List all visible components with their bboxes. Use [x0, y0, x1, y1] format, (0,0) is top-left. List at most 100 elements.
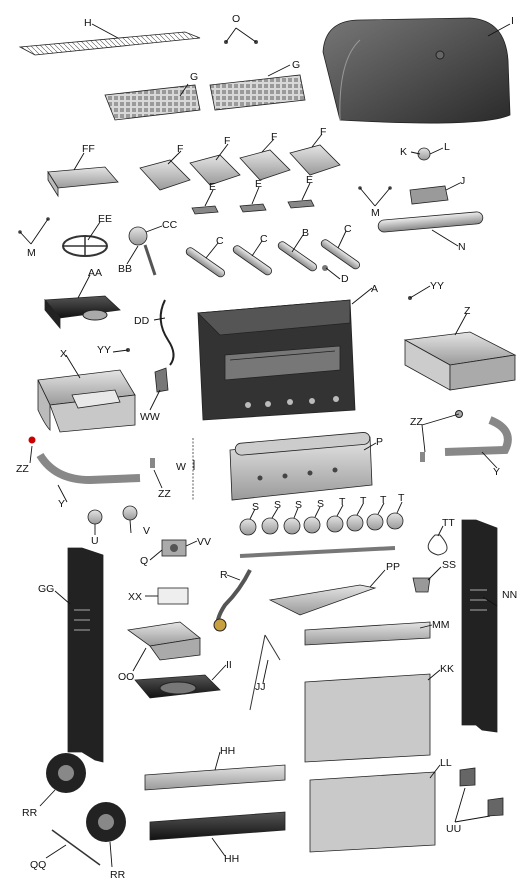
label-c-3: C — [344, 223, 352, 235]
part-cc-bb-valve — [128, 226, 157, 276]
part-nn-right-cart-frame — [461, 519, 498, 733]
part-x-side-shelf-left — [37, 369, 136, 433]
label-j: J — [460, 175, 465, 187]
part-ss-grease-cup — [412, 577, 431, 593]
part-o-screws — [224, 40, 258, 44]
label-rr-right: RR — [110, 869, 126, 881]
label-v: V — [143, 525, 150, 537]
label-yy-left: YY — [97, 344, 111, 356]
label-m-right: M — [371, 207, 380, 219]
label-q: Q — [140, 555, 148, 567]
label-t-3: T — [380, 494, 387, 506]
label-f-3: F — [271, 131, 277, 143]
label-g-left: G — [190, 71, 198, 83]
label-ff: FF — [82, 143, 95, 155]
label-zz-left: ZZ — [16, 463, 29, 475]
leader-lines — [19, 23, 511, 868]
label-s-4: S — [317, 498, 324, 510]
part-jj-wire — [249, 634, 281, 711]
label-d: D — [341, 273, 349, 285]
part-mm-crossbar — [304, 621, 431, 646]
label-nn: NN — [502, 589, 517, 601]
label-rr-left: RR — [22, 807, 38, 819]
part-a-firebox — [197, 299, 356, 421]
part-aa-side-burner-housing — [44, 295, 121, 330]
label-jj: JJ — [255, 681, 266, 693]
part-p-control-panel — [229, 432, 373, 501]
part-y-side-handles — [36, 416, 512, 485]
label-uu: UU — [446, 823, 461, 835]
label-a: A — [371, 283, 378, 295]
label-o: O — [232, 13, 240, 25]
label-x: X — [60, 348, 67, 360]
label-s-3: S — [295, 499, 302, 511]
callout-labels: H O I G G FF F F F F K L J M E E E N M E… — [16, 13, 517, 881]
label-zz-right: ZZ — [410, 416, 423, 428]
label-e-2: E — [255, 178, 262, 190]
part-f-heat-tents — [139, 144, 341, 191]
part-tt-igniter — [427, 534, 448, 556]
part-dd-hose — [159, 299, 175, 366]
label-l: L — [444, 141, 450, 153]
label-ww-top: WW — [140, 411, 160, 423]
label-i: I — [511, 15, 514, 27]
label-c-2: C — [260, 233, 268, 245]
label-y-left: Y — [58, 498, 65, 510]
label-t-1: T — [339, 496, 346, 508]
label-qq: QQ — [30, 859, 46, 871]
label-n: N — [458, 241, 466, 253]
label-h: H — [84, 17, 92, 29]
part-uu-casters — [459, 767, 504, 817]
part-b-c-burners — [185, 239, 360, 278]
label-dd: DD — [134, 315, 150, 327]
label-aa: AA — [88, 267, 102, 279]
part-z-side-shelf-right — [403, 331, 517, 391]
label-f-1: F — [177, 143, 183, 155]
part-ee-side-burner — [62, 235, 108, 257]
label-z: Z — [464, 305, 471, 317]
label-vv: VV — [197, 536, 211, 548]
label-oo: OO — [118, 671, 134, 683]
label-hh-top: HH — [220, 745, 235, 757]
part-r-manifold — [213, 546, 396, 632]
label-zz-mid: ZZ — [158, 488, 171, 500]
label-t-2: T — [360, 495, 367, 507]
label-cc: CC — [162, 219, 178, 231]
label-bb: BB — [118, 263, 132, 275]
label-tt: TT — [442, 517, 455, 529]
part-ww-bracket — [154, 367, 169, 393]
part-kk-ll-doors — [304, 673, 436, 853]
label-ll: LL — [440, 757, 452, 769]
label-r: R — [220, 569, 228, 581]
label-g: G — [292, 59, 300, 71]
label-xx: XX — [128, 591, 142, 603]
label-ii: II — [226, 659, 232, 671]
label-ee: EE — [98, 213, 112, 225]
label-ss: SS — [442, 559, 456, 571]
label-p: P — [376, 436, 383, 448]
part-rr-wheels — [46, 753, 126, 842]
part-pp-grease-tray — [268, 584, 377, 616]
label-mm: MM — [432, 619, 450, 631]
label-w: W — [176, 461, 186, 473]
part-qq-axle — [51, 829, 101, 866]
part-e-brackets — [191, 199, 315, 215]
label-f-2: F — [224, 135, 230, 147]
label-m-left: M — [27, 247, 36, 259]
label-b: B — [302, 227, 309, 239]
label-s-1: S — [252, 501, 259, 513]
part-ii-side-burner-pan — [134, 674, 221, 699]
part-j-bracket — [409, 185, 449, 205]
part-hh-rails — [144, 764, 286, 841]
part-q-vv-igniter — [161, 539, 187, 557]
label-s-2: S — [274, 499, 281, 511]
part-ff-side-burner-lid — [47, 166, 119, 198]
part-i-lid — [322, 17, 511, 124]
label-yy-right: YY — [430, 280, 444, 292]
label-e-3: E — [306, 174, 313, 186]
label-pp: PP — [386, 561, 400, 573]
label-f-4: F — [320, 126, 326, 138]
part-gg-left-cart-frame — [67, 547, 104, 763]
label-kk: KK — [440, 663, 454, 675]
